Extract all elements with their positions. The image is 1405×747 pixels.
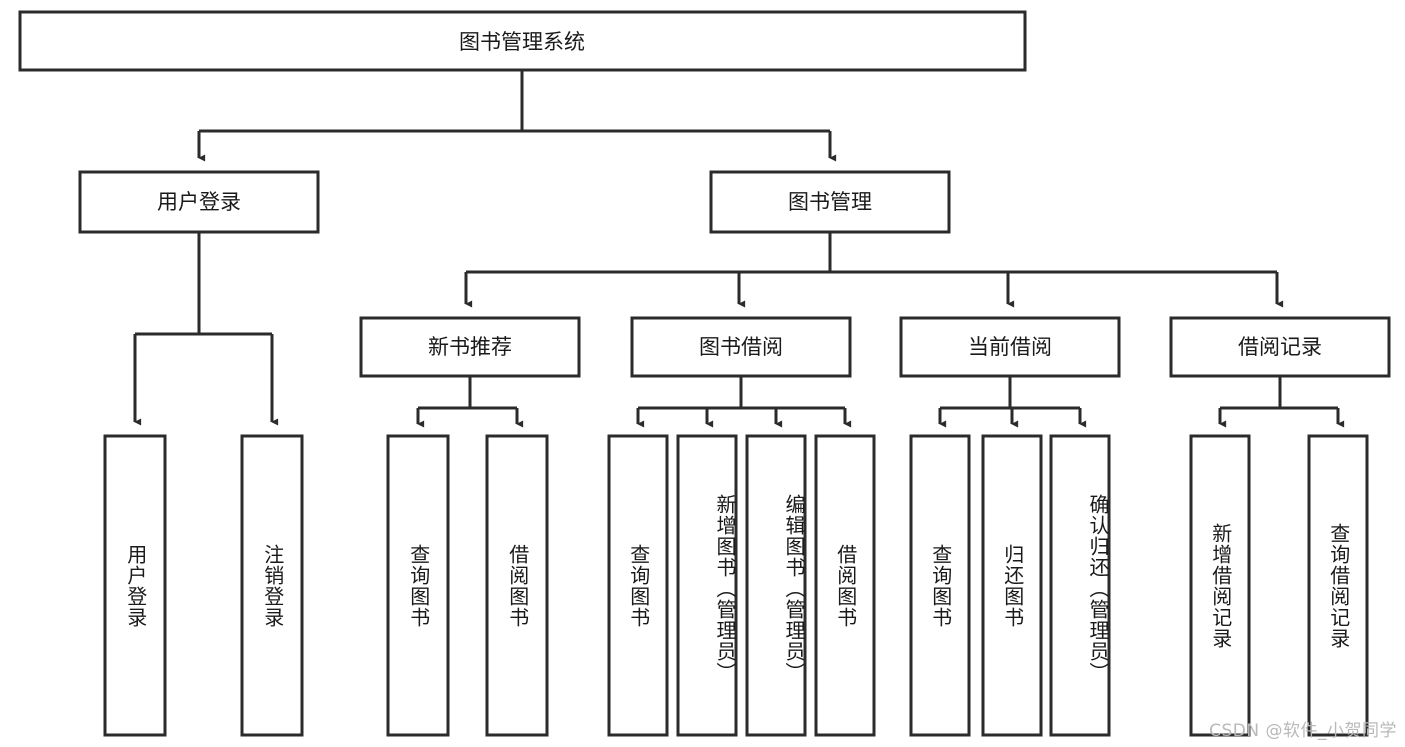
leaf-box-user-logout[interactable] (240, 434, 304, 737)
leaf-box-query-book-borrow[interactable] (607, 434, 669, 737)
node-root-system[interactable]: 图书管理系统 (18, 10, 1027, 72)
connector-current-borrow-to-leaves (938, 376, 1087, 428)
node-new-book-rec[interactable]: 新书推荐 (359, 316, 581, 378)
leaf-box-query-borrow-record[interactable] (1307, 434, 1369, 737)
node-new-book-rec-label: 新书推荐 (428, 335, 512, 359)
node-current-borrow[interactable]: 当前借阅 (899, 316, 1121, 378)
node-current-borrow-label: 当前借阅 (968, 335, 1052, 359)
leaf-box-add-book-admin[interactable] (676, 434, 738, 737)
node-book-borrow[interactable]: 图书借阅 (630, 316, 852, 378)
node-root-system-label: 图书管理系统 (459, 30, 585, 54)
leaf-box-add-borrow-record[interactable] (1189, 434, 1251, 737)
node-borrow-record[interactable]: 借阅记录 (1169, 316, 1391, 378)
node-book-manage[interactable]: 图书管理 (709, 170, 951, 234)
leaf-box-return-book[interactable] (981, 434, 1043, 737)
connector-new-book-rec-to-leaves (416, 376, 524, 428)
leaf-box-confirm-return-admin[interactable] (1049, 434, 1111, 737)
leaf-box-edit-book-admin[interactable] (745, 434, 807, 737)
node-book-manage-label: 图书管理 (788, 190, 872, 214)
csdn-watermark: CSDN @软件_小贺同学 (1209, 721, 1397, 741)
connector-book-manage-to-level3 (464, 232, 1284, 308)
connector-book-borrow-to-leaves (636, 376, 852, 428)
node-borrow-record-label: 借阅记录 (1238, 335, 1322, 359)
leaf-box-query-book-rec[interactable] (386, 434, 450, 737)
leaf-box-borrow-book-rec[interactable] (485, 434, 549, 737)
leaf-box-user-login[interactable] (103, 434, 167, 737)
connector-root-to-level2 (197, 70, 837, 162)
connector-borrow-record-to-leaves (1218, 376, 1345, 428)
leaf-box-borrow-book[interactable] (814, 434, 876, 737)
leaf-box-query-book-current[interactable] (909, 434, 971, 737)
connector-user-login-to-leaves (133, 232, 279, 426)
node-user-login-label: 用户登录 (157, 190, 241, 214)
node-user-login[interactable]: 用户登录 (78, 170, 320, 234)
node-book-borrow-label: 图书借阅 (699, 335, 783, 359)
